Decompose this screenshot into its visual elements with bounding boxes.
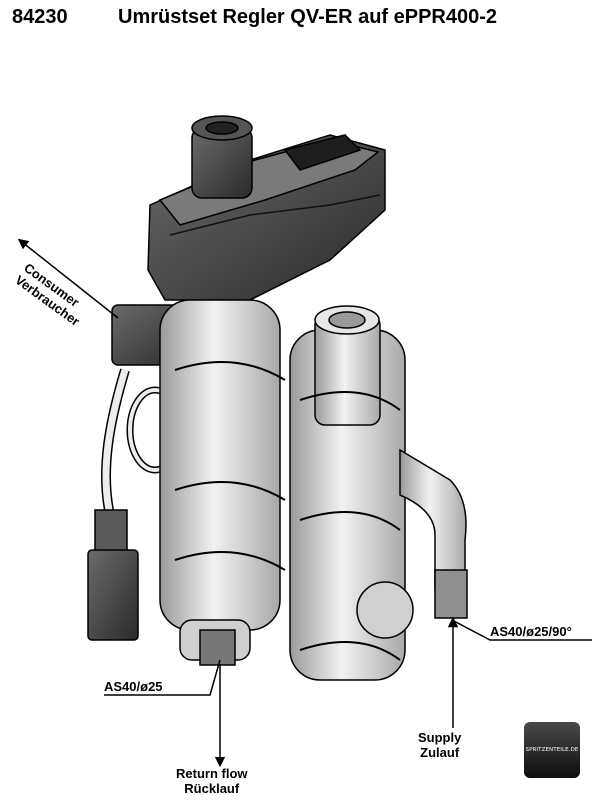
supply-elbow [399, 448, 468, 619]
brand-logo: SPRITZENTEILE.DE [524, 722, 580, 778]
supply-label-en: Supply [418, 730, 462, 745]
actuator-housing [147, 134, 386, 301]
supply-label: Supply Zulauf [418, 730, 461, 760]
annotation-lines [17, 238, 592, 768]
supply-port-leader [451, 619, 592, 641]
supply-label-de: Zulauf [420, 745, 460, 760]
brand-logo-text: SPRITZENTEILE.DE [525, 747, 579, 753]
return-label: Return flow Rücklauf [176, 766, 248, 796]
part-number: 84230 [12, 6, 68, 28]
return-port-leader [104, 659, 221, 696]
valve-block-left [159, 299, 281, 666]
valve-block-right [289, 305, 414, 681]
return-label-de: Rücklauf [184, 781, 240, 796]
return-label-en: Return flow [176, 766, 248, 781]
adjustment-knob [191, 115, 253, 199]
supply-port-label: AS40/ø25/90° [490, 624, 572, 639]
consumer-arrow [17, 238, 119, 319]
return-port-label: AS40/ø25 [104, 679, 163, 694]
page-title: Umrüstset Regler QV-ER auf ePPR400-2 [118, 6, 498, 28]
hose-clips [174, 361, 401, 661]
